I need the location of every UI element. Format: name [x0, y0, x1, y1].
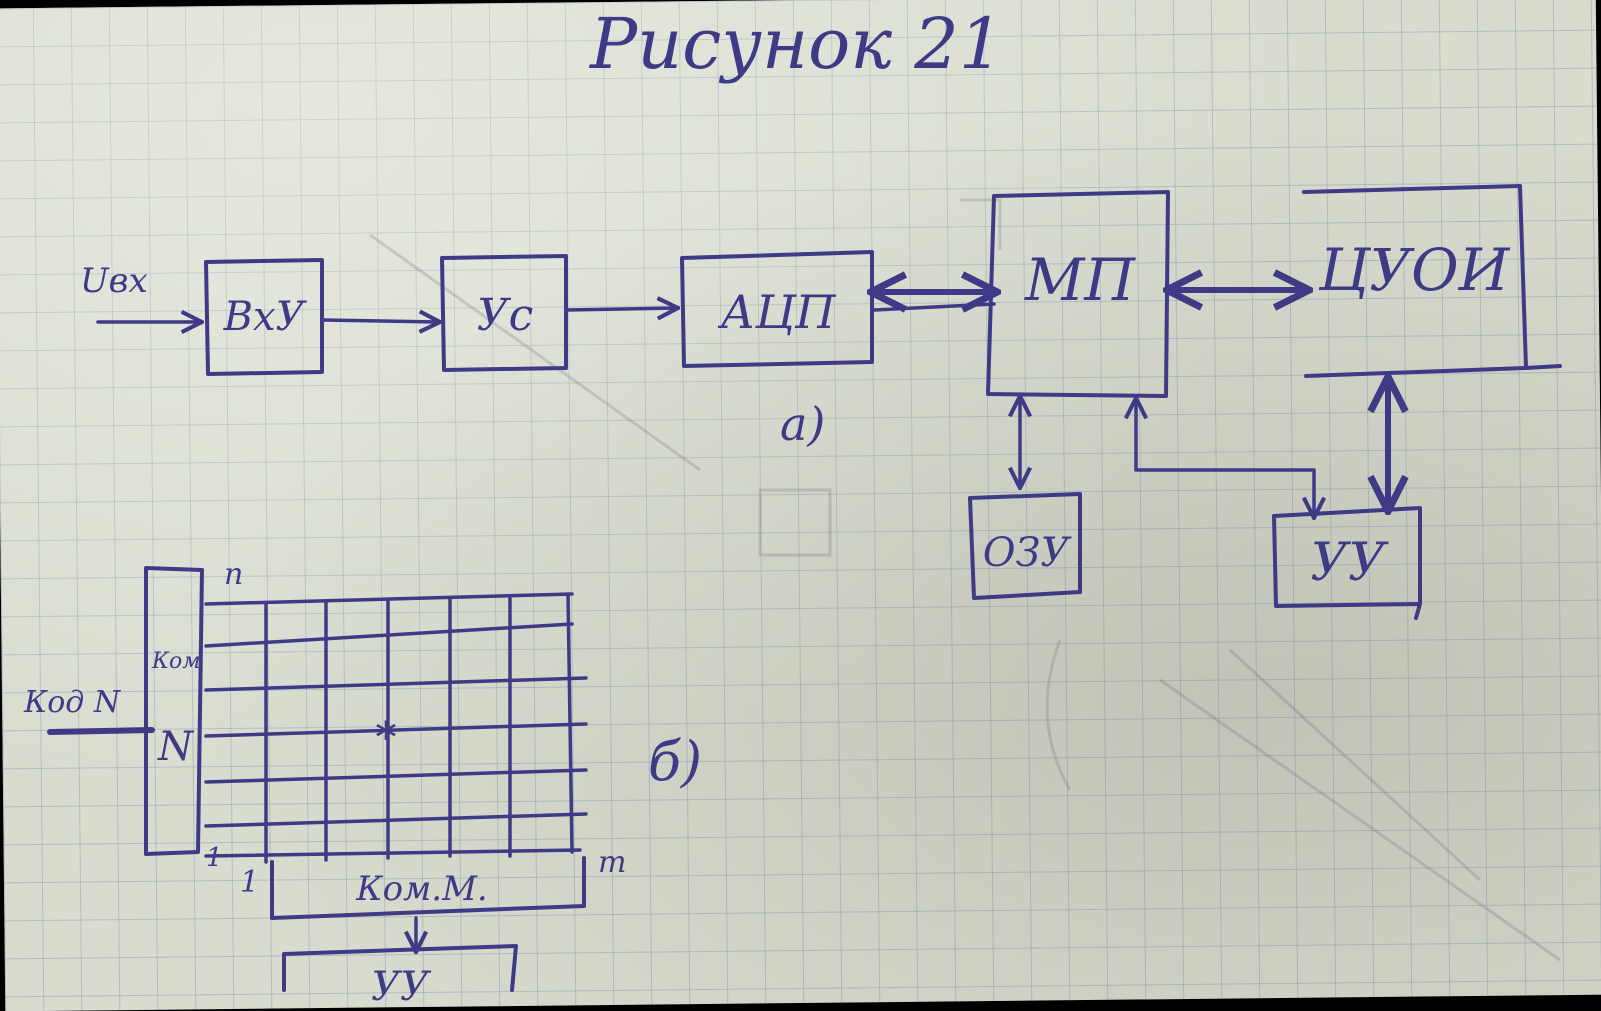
selection-matrix: *	[204, 592, 588, 864]
corner-m-label: m	[598, 845, 626, 880]
commutator-n: Ком N	[144, 566, 204, 856]
block-us-label: Ус	[477, 290, 533, 341]
block-vxu: ВхУ	[204, 258, 324, 376]
block-uu: УУ	[1272, 506, 1422, 620]
column-index-label: 1	[240, 865, 259, 900]
commutator-m-label: Ком.М.	[355, 869, 487, 909]
block-mp-label: МП	[1024, 246, 1136, 314]
diagram-a: Uвх ВхУ Ус АЦП а) МП	[80, 184, 1562, 620]
control-line-mp-uu	[1136, 400, 1314, 516]
wire-us-acp	[564, 308, 676, 310]
block-acp-label: АЦП	[717, 285, 836, 339]
block-us: Ус	[440, 254, 568, 372]
block-cuoi: ЦУОИ	[1302, 184, 1562, 378]
caption-a: а)	[780, 397, 825, 451]
commutator-m: Ком.М.	[270, 856, 586, 920]
commutator-n-value: N	[157, 724, 195, 770]
code-n-arrow	[47, 727, 155, 735]
control-unit-b-label: УУ	[371, 964, 432, 1003]
code-n-label: Код N	[23, 685, 122, 720]
block-ozu: ОЗУ	[968, 492, 1082, 600]
block-mp: МП	[986, 190, 1170, 398]
block-vxu-label: ВхУ	[223, 294, 308, 340]
page-title: Рисунок 21	[588, 3, 1003, 85]
diagram-b: Код N Ком N n 1 * m 1	[23, 557, 702, 1003]
input-voltage-label: Uвх	[80, 261, 148, 301]
commutator-n-label: Ком	[151, 649, 201, 674]
corner-n-label: n	[224, 557, 243, 592]
wire-vxu-us	[320, 320, 438, 322]
block-cuoi-label: ЦУОИ	[1318, 236, 1511, 304]
selected-cell-mark: *	[376, 713, 397, 762]
show-through-marks	[369, 198, 1561, 962]
block-acp: АЦП	[680, 250, 874, 368]
row-index-label: 1	[206, 843, 223, 873]
control-unit-b: УУ	[282, 944, 518, 1003]
block-uu-label: УУ	[1310, 533, 1389, 593]
block-ozu-label: ОЗУ	[983, 530, 1073, 576]
caption-b: б)	[648, 730, 702, 793]
